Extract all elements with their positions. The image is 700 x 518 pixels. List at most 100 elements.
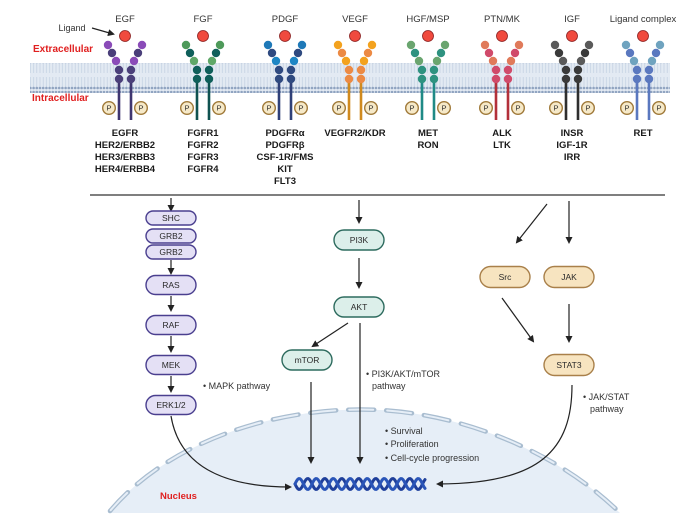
ligand-name: PTN/MK <box>484 14 521 25</box>
receptor-domain-bead <box>274 65 284 75</box>
node-pi3k[interactable]: PI3K <box>333 229 385 251</box>
receptor-domain-bead <box>655 40 665 50</box>
phosphate-icon: P <box>294 100 309 115</box>
receptor-domain-bead <box>133 48 143 58</box>
receptor-domain-bead <box>207 56 217 66</box>
node-raf[interactable]: RAF <box>145 314 197 336</box>
node-stat3[interactable]: STAT3 <box>543 353 595 377</box>
dna-strand-2 <box>293 476 427 492</box>
ligand-name: PDGF <box>272 14 299 25</box>
ligand-ball-icon <box>566 30 578 42</box>
node-akt[interactable]: AKT <box>333 296 385 318</box>
phosphate-icon: P <box>511 100 526 115</box>
node-shc-label: SHC <box>162 213 180 223</box>
receptor-domain-bead <box>337 48 347 58</box>
node-erk[interactable]: ERK1/2 <box>145 394 197 416</box>
receptor-name: IGF-1R <box>556 140 587 151</box>
phosphate-icon: P <box>364 100 379 115</box>
outcome-survival: • Survival <box>385 426 423 436</box>
receptor-domain-bead <box>344 65 354 75</box>
ligand-pointer-label: Ligand <box>58 23 85 33</box>
receptor-domain-bead <box>554 48 564 58</box>
receptor-name: MET <box>418 128 438 139</box>
ligand-ball-icon <box>279 30 291 42</box>
node-ras-label: RAS <box>162 280 180 290</box>
receptor-domain-bead <box>506 56 516 66</box>
receptor-domain-bead <box>573 65 583 75</box>
receptor-name: KIT <box>277 164 293 175</box>
node-mtor[interactable]: mTOR <box>281 349 333 371</box>
receptor-domain-bead <box>367 40 377 50</box>
receptor-domain-bead <box>580 48 590 58</box>
svg-text:P: P <box>138 104 143 113</box>
receptor-name: RET <box>634 128 653 139</box>
node-grb2-2[interactable]: GRB2 <box>145 244 197 260</box>
arrow-to-mtor <box>311 322 349 348</box>
receptor-domain-bead <box>192 65 202 75</box>
receptor-domain-bead <box>211 48 221 58</box>
receptor-domain-bead <box>632 74 642 84</box>
outcome-cell-cycle: • Cell-cycle progression <box>385 453 479 463</box>
node-stat3-label: STAT3 <box>556 360 581 370</box>
node-grb2-1-label: GRB2 <box>159 231 182 241</box>
receptor-domain-bead <box>484 48 494 58</box>
receptor-domain-bead <box>436 48 446 58</box>
receptor-domain-bead <box>417 65 427 75</box>
svg-text:P: P <box>553 104 558 113</box>
receptor-domain-bead <box>414 56 424 66</box>
node-mek[interactable]: MEK <box>145 354 197 376</box>
receptor-domain-bead <box>491 74 501 84</box>
node-mek-label: MEK <box>162 360 181 370</box>
receptor-domain-bead <box>297 40 307 50</box>
signaling-pathways: SHCGRB2GRB2RASRAFMEKERK1/2PI3KAKTmTORSrc… <box>145 198 595 491</box>
arrow-src-to-stat3 <box>501 297 535 343</box>
node-ras[interactable]: RAS <box>145 274 197 296</box>
receptor-domain-bead <box>514 40 524 50</box>
nucleus-label: Nucleus <box>160 491 197 502</box>
receptor-name: PDGFRα <box>265 128 304 139</box>
receptor-domain-bead <box>137 40 147 50</box>
receptor-domain-bead <box>584 40 594 50</box>
receptor-domain-bead <box>625 48 635 58</box>
node-src[interactable]: Src <box>479 265 531 289</box>
receptor-domain-bead <box>107 48 117 58</box>
receptor-domain-bead <box>126 74 136 84</box>
extracellular-label: Extracellular <box>33 44 93 55</box>
node-raf-label: RAF <box>163 320 180 330</box>
node-jak[interactable]: JAK <box>543 265 595 289</box>
ligand-ball-icon <box>119 30 131 42</box>
receptor-domain-bead <box>267 48 277 58</box>
node-grb2-1[interactable]: GRB2 <box>145 228 197 244</box>
receptor-domain-bead <box>363 48 373 58</box>
receptor-domain-bead <box>111 56 121 66</box>
receptor-domain-bead <box>274 74 284 84</box>
phosphate-icon: P <box>581 100 596 115</box>
svg-text:P: P <box>483 104 488 113</box>
arrow-erk-to-dna <box>170 415 292 491</box>
svg-text:P: P <box>184 104 189 113</box>
receptor-domain-bead <box>185 48 195 58</box>
arrow-to-src <box>515 203 548 244</box>
receptor-domain-bead <box>629 56 639 66</box>
ligand-ball-icon <box>637 30 649 42</box>
receptor-domain-bead <box>417 74 427 84</box>
receptor-domain-bead <box>644 65 654 75</box>
ligand-ball-icon <box>197 30 209 42</box>
pi3k-pathway-label-line2: pathway <box>372 381 406 391</box>
receptor-domain-bead <box>215 40 225 50</box>
receptor-domain-bead <box>510 48 520 58</box>
receptor-domain-bead <box>204 65 214 75</box>
phosphate-icon: P <box>620 100 635 115</box>
intracellular-label: Intracellular <box>32 93 89 104</box>
receptor-name: LTK <box>493 140 511 151</box>
node-shc[interactable]: SHC <box>145 210 197 226</box>
svg-text:P: P <box>106 104 111 113</box>
phosphate-icon: P <box>262 100 277 115</box>
